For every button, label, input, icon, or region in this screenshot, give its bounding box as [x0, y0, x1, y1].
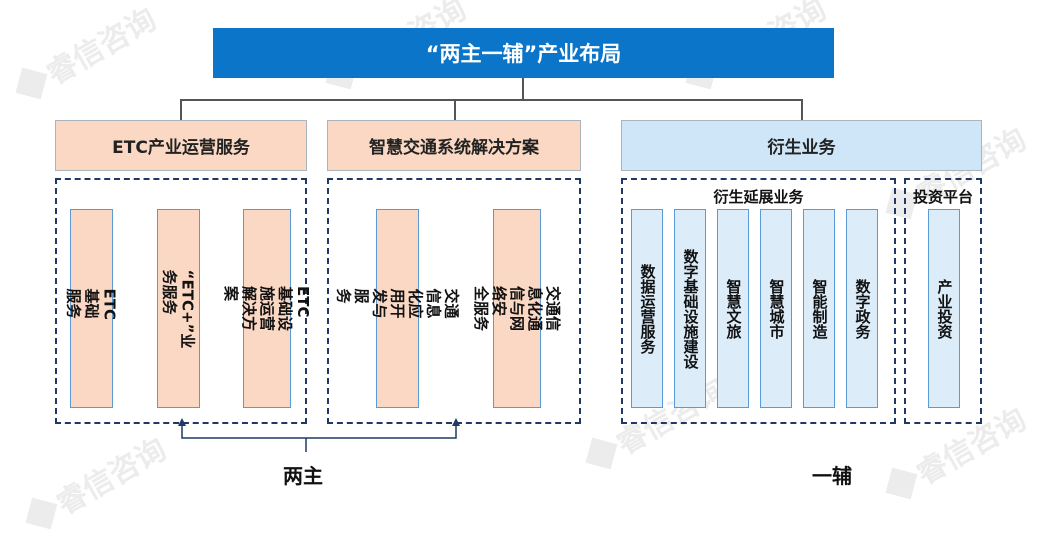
- title-connector-line: [522, 78, 524, 100]
- etc-item: ETC基础服务: [65, 209, 119, 408]
- derivative-item: 数字政务: [846, 209, 878, 408]
- label-one-aux: 一辅: [812, 464, 852, 488]
- branch-line-smart: [454, 99, 456, 120]
- etc-item: “ETC+”业务服务: [157, 209, 200, 408]
- derivative-item: 智慧城市: [760, 209, 792, 408]
- etc-item: ETC基础设施运营解决方 案: [222, 209, 312, 408]
- label-two-main: 两主: [283, 464, 323, 488]
- investment-item: 产业投资: [928, 209, 960, 408]
- derivative-item: 智能制造: [803, 209, 835, 408]
- branch-horizontal-line: [180, 99, 803, 101]
- branch-line-etc: [180, 99, 182, 120]
- investment-label: 投资平台: [912, 188, 973, 206]
- investment-container: [904, 178, 982, 424]
- derivative-item: 数据运营服务: [631, 209, 663, 408]
- derivative-item: 智慧文旅: [717, 209, 749, 408]
- watermark-logo-icon: [885, 467, 918, 500]
- branch-line-derivative: [801, 99, 803, 120]
- watermark-logo-icon: [585, 437, 618, 470]
- watermark-logo-icon: [25, 497, 58, 530]
- category-smart-transport: 智慧交通系统解决方案: [327, 120, 581, 171]
- derivative-item: 数字基础设施建设: [674, 209, 706, 408]
- watermark-logo-icon: [15, 67, 48, 100]
- smart-item: 交通信息化应用开发与服 务: [335, 209, 461, 408]
- smart-item: 交通信息化通信与网络安 全服务: [472, 209, 562, 408]
- diagram-title: “两主一辅”产业布局: [213, 28, 834, 78]
- watermark: 睿信咨询: [19, 425, 173, 539]
- derivative-ext-container: [621, 178, 896, 424]
- main-bracket-arrows: [178, 418, 460, 452]
- derivative-ext-label: 衍生延展业务: [713, 188, 804, 206]
- category-etc: ETC产业运营服务: [55, 120, 307, 171]
- category-derivative: 衍生业务: [621, 120, 982, 171]
- watermark: 睿信咨询: [9, 0, 163, 109]
